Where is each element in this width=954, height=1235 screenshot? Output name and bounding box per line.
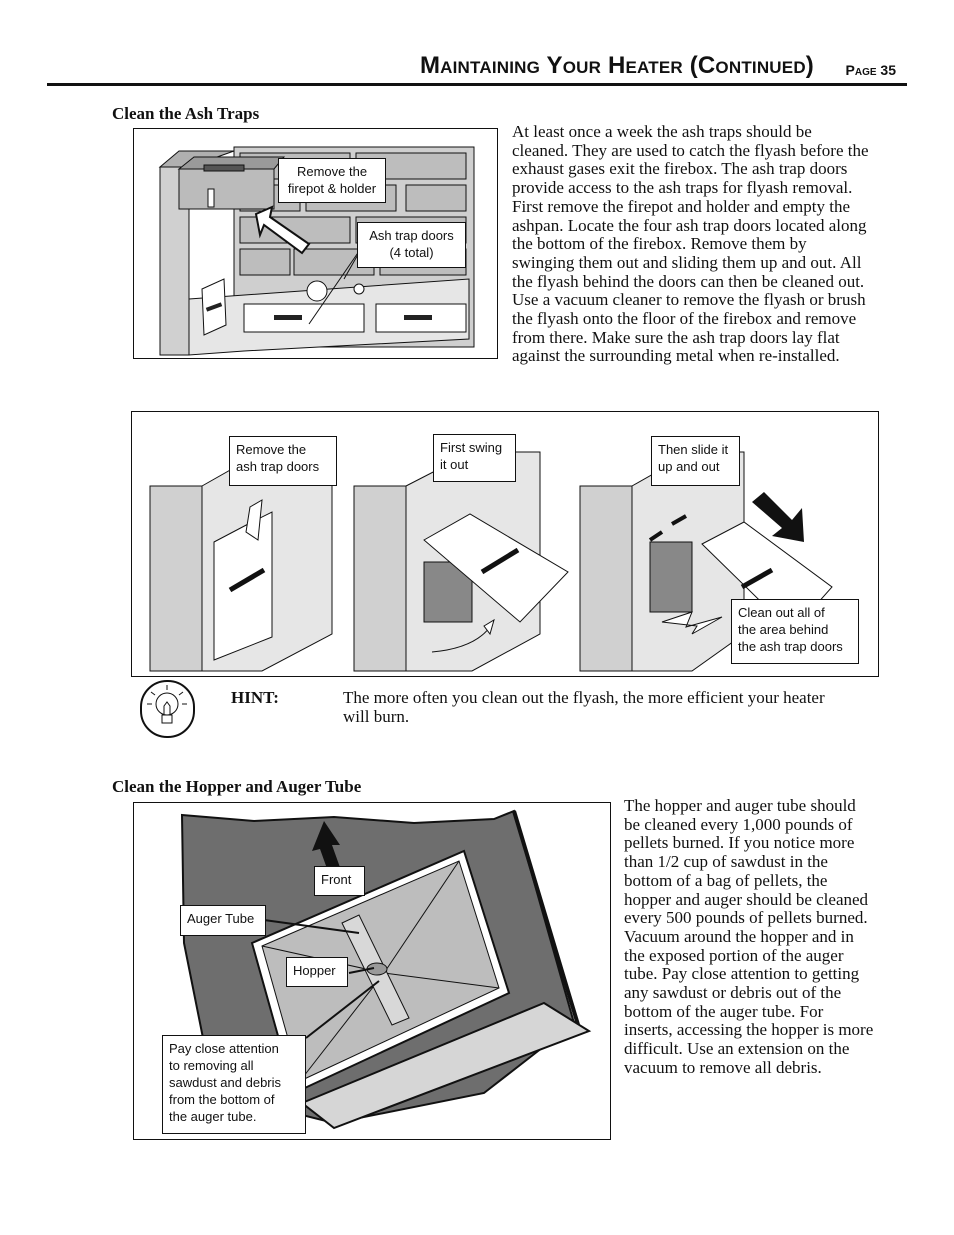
callout-text: Then slide it (658, 442, 729, 457)
callout-text: (4 total) (389, 245, 434, 260)
callout-text: the area behind (738, 622, 829, 637)
page-title: Maintaining Your Heater (Continued) (419, 52, 814, 79)
callout-auger-tube: Auger Tube (180, 905, 266, 936)
callout-text: firepot & holder (287, 181, 377, 196)
callout-text: Pay close attention (169, 1041, 279, 1056)
callout-text: Clean out all of (738, 605, 825, 620)
hint-label: HINT: (231, 688, 279, 707)
step-remove-illustration (149, 451, 333, 672)
step-swing-illustration (353, 451, 569, 672)
callout-text: the auger tube. (169, 1109, 257, 1124)
callout-swing-out: First swing it out (433, 434, 516, 482)
callout-text: to removing all (169, 1058, 254, 1073)
page-number: Page 35 (845, 62, 896, 78)
callout-text: Front (321, 872, 352, 887)
callout-text: it out (440, 457, 469, 472)
callout-hopper: Hopper (286, 957, 348, 987)
callout-text: ash trap doors (236, 459, 320, 474)
ash-trap-steps-illustration: Remove the ash trap doors First swing it… (131, 411, 879, 677)
callout-remove-firepot: Remove the firepot & holder (278, 158, 386, 203)
header-rule (47, 83, 907, 86)
hopper-heading: Clean the Hopper and Auger Tube (112, 777, 362, 796)
callout-text: First swing (440, 440, 503, 455)
callout-slide-out: Then slide it up and out (651, 436, 740, 486)
callout-clean-area: Clean out all of the area behind the ash… (731, 599, 859, 664)
hopper-paragraph: The hopper and auger tube should be clea… (624, 796, 874, 1077)
firebox-illustration: Remove the firepot & holder Ash trap doo… (133, 128, 498, 359)
callout-text: Hopper (293, 963, 336, 978)
hopper-illustration: Front Auger Tube Hopper Pay close attent… (133, 802, 611, 1140)
callout-auger-attention: Pay close attention to removing all sawd… (162, 1035, 306, 1134)
callout-text: Ash trap doors (369, 228, 454, 243)
callout-text: sawdust and debris (169, 1075, 282, 1090)
callout-text: Remove the (236, 442, 307, 457)
lightbulb-icon (140, 680, 195, 738)
callout-ash-trap-doors: Ash trap doors (4 total) (357, 222, 466, 268)
ash-traps-heading: Clean the Ash Traps (112, 104, 260, 123)
callout-remove-doors: Remove the ash trap doors (229, 436, 337, 486)
callout-text: the ash trap doors (738, 639, 843, 654)
callout-text: from the bottom of (169, 1092, 275, 1107)
callout-text: Remove the (296, 164, 368, 179)
callout-front: Front (314, 866, 365, 896)
callout-text: Auger Tube (187, 911, 255, 926)
ash-traps-paragraph: At least once a week the ash traps shoul… (512, 122, 869, 366)
callout-text: up and out (658, 459, 720, 474)
hint-text: The more often you clean out the flyash,… (343, 688, 825, 726)
